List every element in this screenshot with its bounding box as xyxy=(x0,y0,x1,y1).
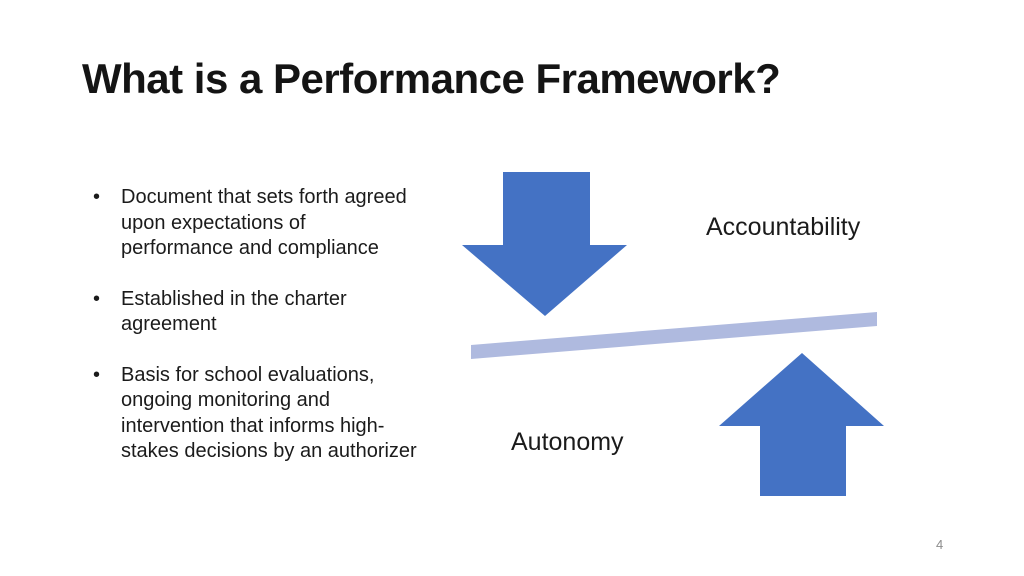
up-arrow-icon xyxy=(719,353,884,496)
page-number: 4 xyxy=(936,537,944,552)
bullet-text: Document that sets forth agreed upon exp… xyxy=(121,186,407,259)
bullet-text: Established in the charter agreement xyxy=(121,287,347,336)
bullet-text: Basis for school evaluations, ongoing mo… xyxy=(121,363,417,463)
accountability-label: Accountability xyxy=(706,213,861,241)
balance-bar xyxy=(471,312,877,359)
bullet-item: Basis for school evaluations, ongoing mo… xyxy=(93,363,427,465)
down-arrow-icon xyxy=(462,172,627,316)
bullet-list: Document that sets forth agreed upon exp… xyxy=(93,185,427,490)
bullet-item: Document that sets forth agreed upon exp… xyxy=(93,185,427,262)
bullet-item: Established in the charter agreement xyxy=(93,287,427,338)
autonomy-label: Autonomy xyxy=(511,428,624,456)
slide-title: What is a Performance Framework? xyxy=(82,55,781,102)
